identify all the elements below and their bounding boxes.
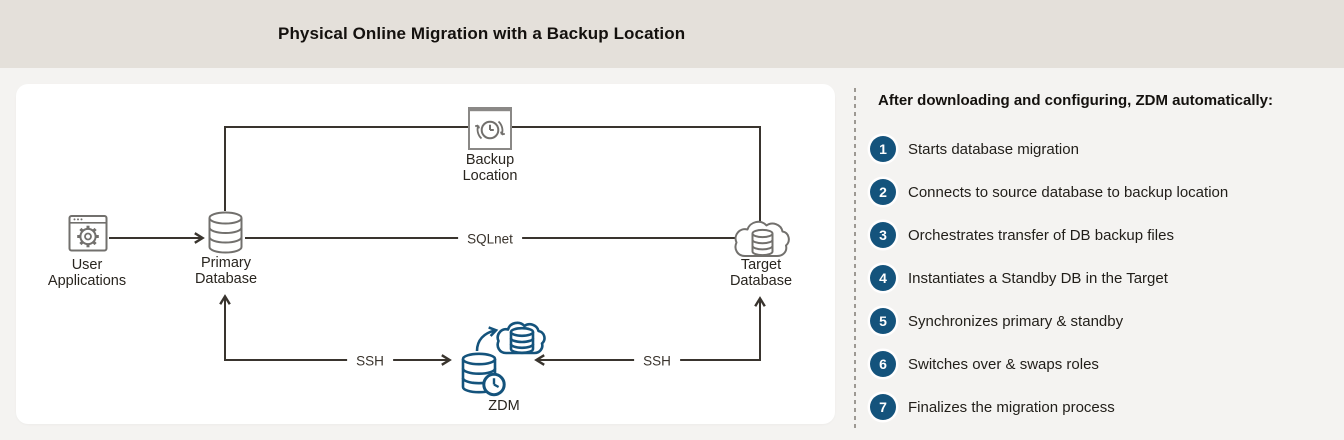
step-item-6: 6 Switches over & swaps roles [870,351,1332,377]
backup-location-icon [468,107,512,150]
step-label: Starts database migration [908,140,1079,158]
step-label: Connects to source database to backup lo… [908,183,1229,201]
step-number-badge: 5 [870,308,896,334]
step-number-badge: 1 [870,136,896,162]
backup-location-label: Backup Location [462,152,518,184]
page-title: Physical Online Migration with a Backup … [278,24,686,43]
step-label: Orchestrates transfer of DB backup files [908,226,1174,244]
step-item-5: 5 Synchronizes primary & standby [870,308,1332,334]
step-item-2: 2 Connects to source database to backup … [870,179,1332,205]
step-number-badge: 7 [870,394,896,420]
step-item-1: 1 Starts database migration [870,136,1332,162]
step-item-7: 7 Finalizes the migration process [870,394,1332,420]
target-database-label: Target Database [729,257,793,289]
step-label: Finalizes the migration process [908,398,1115,416]
step-item-4: 4 Instantiates a Standby DB in the Targe… [870,265,1332,291]
step-label: Switches over & swaps roles [908,355,1099,373]
user-applications-icon [68,215,108,252]
zdm-icon [461,321,546,397]
connector-lines [109,126,766,366]
ssh-left-edge-label: SSH [347,353,393,369]
primary-database-icon [208,211,243,254]
step-number-badge: 4 [870,265,896,291]
zdm-steps-panel: After downloading and configuring, ZDM a… [870,92,1332,437]
dotted-divider [854,88,856,432]
primary-database-label: Primary Database [194,255,258,287]
step-item-3: 3 Orchestrates transfer of DB backup fil… [870,222,1332,248]
user-applications-label: User Applications [47,257,127,289]
step-number-badge: 2 [870,179,896,205]
step-label: Synchronizes primary & standby [908,312,1124,330]
title-banner: Physical Online Migration with a Backup … [0,0,1344,68]
steps-heading: After downloading and configuring, ZDM a… [878,92,1273,109]
target-database-icon [734,220,790,257]
steps-list: 1 Starts database migration 2 Connects t… [870,136,1332,420]
step-label: Instantiates a Standby DB in the Target [908,269,1168,287]
ssh-right-edge-label: SSH [634,353,680,369]
zdm-label: ZDM [488,398,520,414]
step-number-badge: 3 [870,222,896,248]
migration-diagram-panel: User Applications Primary Database Backu… [16,84,835,424]
step-number-badge: 6 [870,351,896,377]
sqlnet-edge-label: SQLnet [458,231,522,247]
